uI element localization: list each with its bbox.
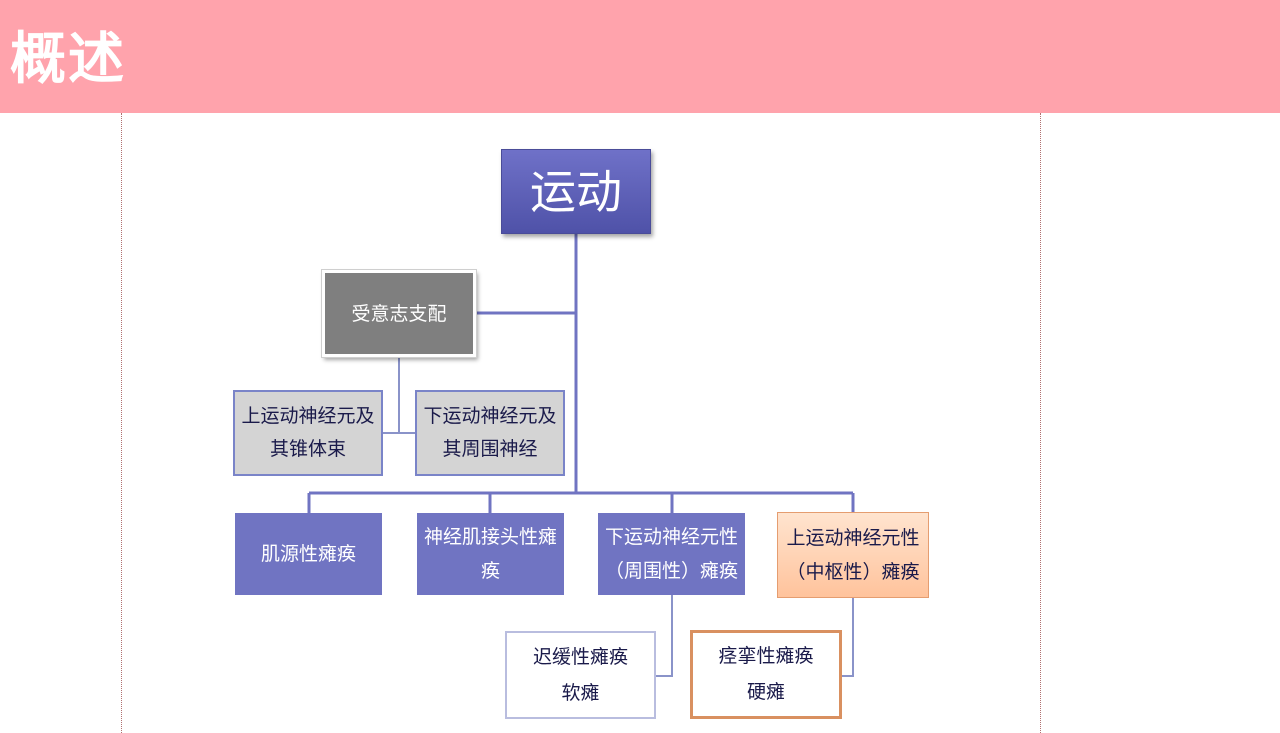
diagram-frame [121,113,1041,733]
category-myogenic-node: 肌源性瘫痪 [235,513,382,595]
root-node-movement: 运动 [501,149,651,234]
spastic-name-label: 硬瘫 [746,680,785,703]
lower-nerve-line-1: 下运动神经元及 [423,405,557,427]
flaccid-name-label: 软瘫 [561,681,600,704]
category-lower-motor-line-1: 下运动神经元性 [604,526,738,548]
upper-motor-tract-node: 上运动神经元及 其锥体束 [233,390,383,476]
category-neuromuscular-line-2: 痪 [480,560,500,582]
category-upper-motor-line-1: 上运动神经元性 [786,527,920,549]
category-upper-motor-line-2: （中枢性）瘫痪 [786,561,920,583]
category-lower-motor-node: 下运动神经元性 （周围性）瘫痪 [598,513,745,595]
category-neuromuscular-line-1: 神经肌接头性瘫 [423,526,557,548]
category-lower-motor-line-2: （周围性）瘫痪 [604,560,738,582]
page-title: 概述 [10,27,126,92]
spastic-paralysis-node: 痉挛性瘫痪 硬瘫 [690,630,842,719]
connector-flaccid [656,595,673,677]
lower-motor-nerve-node: 下运动神经元及 其周围神经 [415,390,565,476]
upper-tract-line-1: 上运动神经元及 [241,405,375,427]
spastic-type-label: 痉挛性瘫痪 [718,645,814,668]
flaccid-type-label: 迟缓性瘫痪 [532,645,628,668]
header-bar: 概述 [0,0,1280,113]
voluntary-control-node: 受意志支配 [321,269,477,358]
category-neuromuscular-node: 神经肌接头性瘫 痪 [417,513,564,595]
lower-nerve-line-2: 其周围神经 [442,438,538,460]
connector-spastic [842,598,854,677]
flaccid-paralysis-node: 迟缓性瘫痪 软瘫 [505,631,656,719]
category-myogenic-label: 肌源性瘫痪 [260,543,356,565]
upper-tract-line-2: 其锥体束 [269,438,346,460]
category-upper-motor-node: 上运动神经元性 （中枢性）瘫痪 [777,512,929,598]
